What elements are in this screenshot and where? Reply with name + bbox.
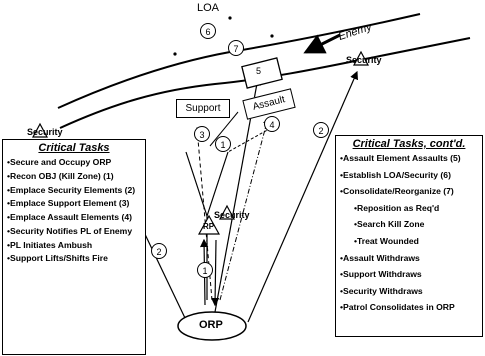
task-item: •Support Withdraws <box>340 269 422 280</box>
task-item: •Emplace Security Elements (2) <box>7 184 136 195</box>
marker-7: 7 <box>228 40 244 56</box>
task-subitem: •Reposition as Req'd <box>354 202 440 213</box>
task-item: •Assault Element Assaults (5) <box>340 153 461 163</box>
rp-label: RP <box>203 222 215 231</box>
support-position-lines <box>185 151 229 218</box>
enemy-direction-arrow <box>303 33 341 54</box>
route-security-right <box>247 70 358 323</box>
security-triangle-center <box>218 204 236 220</box>
task-subitem: •Search Kill Zone <box>354 219 425 230</box>
marker-4: 4 <box>264 116 280 132</box>
task-subitem: •Treat Wounded <box>354 235 419 246</box>
marker-1-lower: 1 <box>197 262 213 278</box>
route-objective-link <box>209 111 239 147</box>
loa-dot <box>270 34 274 38</box>
loa-label: LOA <box>197 2 220 14</box>
orp-ellipse <box>177 311 247 341</box>
critical-tasks-title: Critical Tasks <box>38 142 110 154</box>
support-box: Support <box>176 99 230 118</box>
security-label-top-right: Security <box>346 55 382 65</box>
task-item: •Consolidate/Reorganize (7) <box>340 186 454 197</box>
critical-tasks-contd-title: Critical Tasks, cont'd. <box>352 138 466 150</box>
security-label-left: Security <box>27 127 63 137</box>
security-triangle-left <box>31 122 49 138</box>
task-item: •Secure and Occupy ORP <box>7 157 112 167</box>
task-item: •Support Lifts/Shifts Fire <box>7 253 108 264</box>
security-label-center: Security <box>214 210 250 220</box>
road-lower-edge <box>59 37 471 129</box>
task-item: •PL Initiates Ambush <box>7 239 93 250</box>
security-triangle-top-right <box>352 50 370 66</box>
orp-label: ORP <box>199 319 223 331</box>
route-recon-return <box>210 239 220 307</box>
task-item: •Emplace Support Element (3) <box>7 198 130 209</box>
marker-2-left: 2 <box>151 243 167 259</box>
critical-tasks-panel: Critical Tasks •Secure and Occupy ORP •R… <box>2 139 146 355</box>
objective-box <box>241 57 283 89</box>
task-item: •Assault Withdraws <box>340 252 420 263</box>
task-item: •Establish LOA/Security (6) <box>340 169 451 180</box>
task-item: •Security Withdraws <box>340 285 423 296</box>
loa-dot <box>173 52 177 56</box>
task-item: •Emplace Assault Elements (4) <box>7 212 132 223</box>
release-point-triangle <box>197 214 221 235</box>
route-assault-move <box>219 117 270 301</box>
critical-tasks-contd-panel: Critical Tasks, cont'd. •Assault Element… <box>335 135 483 337</box>
marker-1-upper: 1 <box>215 136 231 152</box>
marker-2-right: 2 <box>313 122 329 138</box>
route-assault-link <box>227 127 272 153</box>
task-item: •Security Notifies PL of Enemy <box>7 225 133 236</box>
task-item: •Patrol Consolidates in ORP <box>340 302 455 313</box>
marker-6: 6 <box>200 23 216 39</box>
task-item: •Recon OBJ (Kill Zone) (1) <box>7 170 114 181</box>
objective-label: 5 <box>256 66 262 76</box>
marker-3: 3 <box>194 126 210 142</box>
loa-dot <box>228 16 232 20</box>
